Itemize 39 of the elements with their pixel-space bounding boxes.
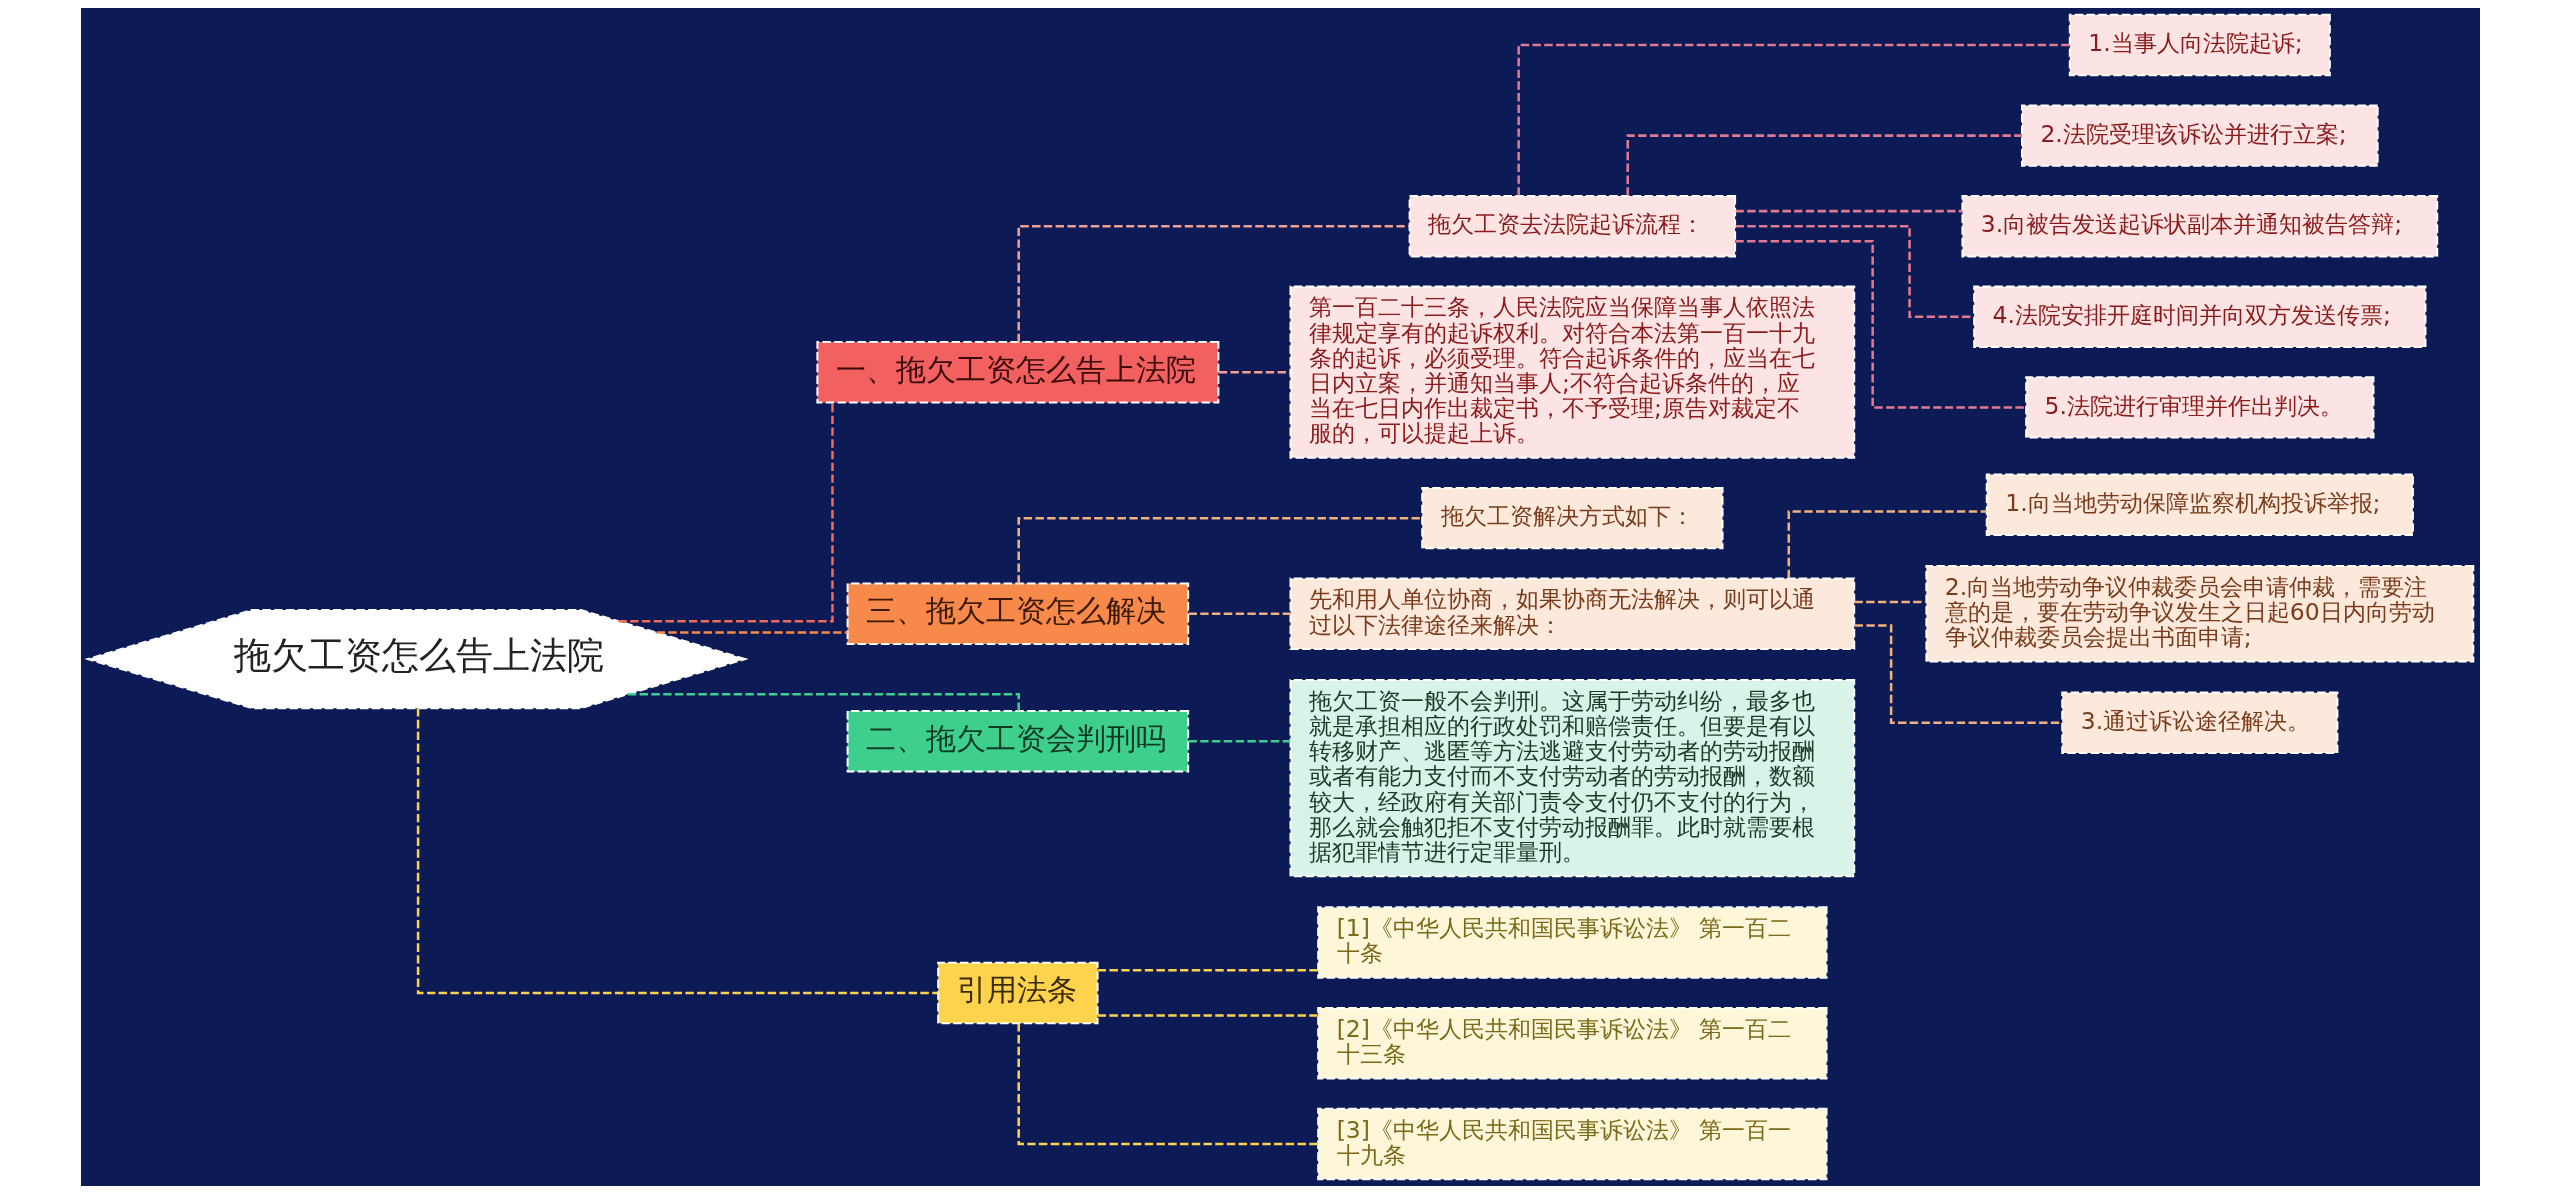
node-box: 2.法院受理该诉讼并进行立案; (2020, 104, 2379, 167)
node-box: 1.当事人向法院起诉; (2068, 13, 2331, 77)
node-box: 先和用人单位协商，如果协商无法解决，则可以通过以下法律途径来解决： (1289, 577, 1855, 650)
connector (1516, 43, 2069, 196)
connector (1853, 600, 1926, 604)
node-box: [2]《中华人民共和国民事诉讼法》 第一百二十三条 (1316, 1007, 1828, 1080)
node-box: 3.向被告发送起诉状副本并通知被告答辩; (1960, 195, 2438, 258)
connector (617, 402, 834, 623)
connector (1854, 624, 2062, 725)
connector (1734, 240, 2026, 409)
connector (1097, 969, 1318, 972)
connector (1016, 516, 1422, 584)
connector (656, 631, 847, 634)
node-box: 二、拖欠工资会判刑吗 (846, 710, 1189, 773)
connector (1735, 209, 1962, 213)
node-box: 拖欠工资去法院起诉流程： (1408, 195, 1736, 258)
connector (1188, 740, 1290, 743)
connector (627, 692, 1020, 711)
connector (1016, 224, 1409, 342)
node-box: [1]《中华人民共和国民事诉讼法》 第一百二十条 (1316, 906, 1828, 979)
node-box: [3]《中华人民共和国民事诉讼法》 第一百一十九条 (1316, 1107, 1828, 1181)
node-box: 一、拖欠工资怎么告上法院 (815, 341, 1219, 404)
connector (1625, 134, 2022, 196)
connector (1787, 510, 1986, 578)
node-box: 拖欠工资一般不会判刑。这属于劳动纠纷，最多也就是承担相应的行政处罚和赔偿责任。但要是有以转移财产、逃匿等方法逃避支付劳动者的劳动报酬或者有能力支付而不支付劳动者的劳动报酬，数额较大，经政府有关部门责令支付仍不支付的行为，那么就会触犯拒不支付劳动报酬罪。此时就需要根据犯罪情节进行定罪量刑。 (1289, 679, 1855, 878)
node-box: 第一百二十三条，人民法院应当保障当事人依照法律规定享有的起诉权利。对符合本法第一百一十九条的起诉，必须受理。符合起诉条件的，应当在七日内立案，并通知当事人;不符合起诉条件的，应当在七日内作出裁定书，不予受理;原告对裁定不服的，可以提起上诉。 (1289, 285, 1855, 459)
node-box: 三、拖欠工资怎么解决 (846, 582, 1189, 645)
node-box: 3.通过诉讼途径解决。 (2060, 691, 2338, 755)
connector (1016, 1023, 1317, 1146)
connector (1218, 370, 1290, 374)
node-box: 2.向当地劳动争议仲裁委员会申请仲裁，需要注意的是，要在劳动争议发生之日起60日内向劳动争议仲裁委员会提出书面申请; (1924, 564, 2474, 663)
connector (416, 708, 938, 995)
node-box: 1.向当地劳动保障监察机构投诉举报; (1985, 473, 2414, 536)
connector (1097, 1014, 1318, 1017)
node-box: 拖欠工资解决方式如下： (1420, 486, 1723, 550)
node-box: 4.法院安排开庭时间并向双方发送传票; (1972, 285, 2426, 349)
connector (1188, 612, 1290, 616)
node-box: 5.法院进行审理并作出判决。 (2024, 376, 2374, 439)
node-box: 引用法条 (936, 961, 1099, 1025)
